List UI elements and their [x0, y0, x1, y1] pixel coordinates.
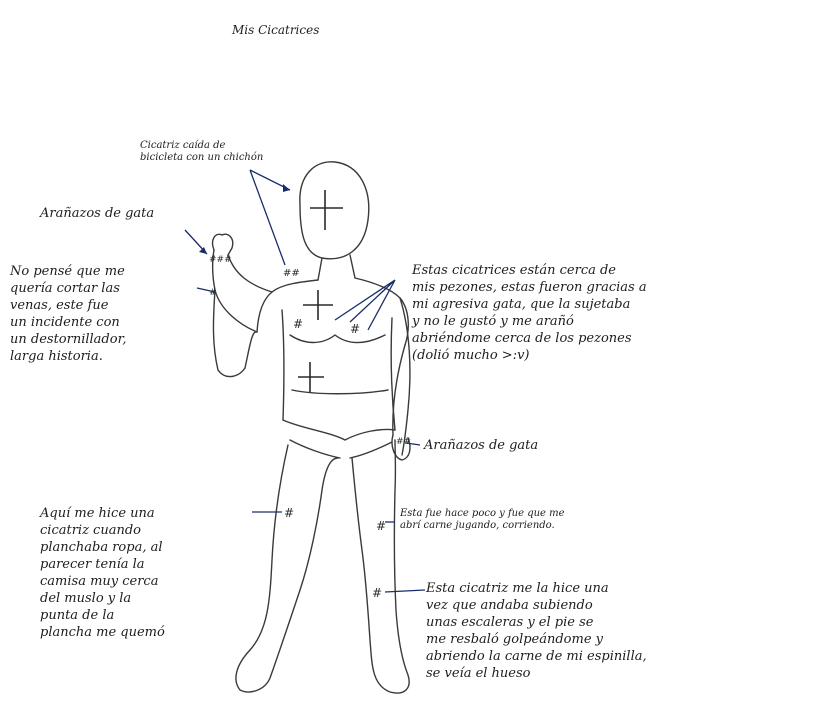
abdomen	[292, 390, 388, 394]
note-right-hand-scratch: Arañazos de gata	[424, 437, 624, 454]
hand-scratch-arrowhead	[199, 247, 207, 254]
wrist-scar-mark: #	[209, 288, 217, 298]
note-thigh-scar: Aquí me hice una cicatriz cuando plancha…	[40, 505, 250, 641]
chest-pointer	[335, 280, 395, 330]
forehead-scar	[310, 190, 343, 230]
shoulder-scar-mark: ##	[283, 268, 300, 279]
knee-scar-mark: #	[376, 519, 386, 533]
chest-scar-mark-right: #	[350, 322, 360, 336]
left-leg	[236, 445, 338, 692]
shin-pointer	[385, 590, 425, 592]
note-bike-scar: Cicatriz caída de bicicleta con un chich…	[140, 140, 370, 164]
note-chest-scars: Estas cicatrices están cerca de mis pezo…	[412, 262, 817, 364]
shin-scar-mark: #	[372, 586, 382, 600]
hand-scratch-mark: ###	[209, 255, 232, 265]
chest-scar-mark-left: #	[293, 317, 303, 331]
note-shin-scar: Esta cicatriz me la hice una vez que and…	[426, 580, 816, 682]
note-wrist-scar: No pensé que me quería cortar las venas,…	[10, 263, 210, 365]
chest-scar	[303, 290, 333, 320]
hanging-arm	[393, 298, 410, 455]
note-knee-scar: Esta fue hace poco y fue que me abrí car…	[400, 508, 800, 532]
right-hand-scratch-mark: ##	[396, 437, 411, 447]
bike-pointer	[250, 170, 290, 265]
right-leg	[352, 440, 409, 693]
underwear	[283, 420, 395, 458]
head-outline	[300, 162, 369, 259]
bike-arrowhead	[283, 184, 290, 192]
belly-scar	[298, 362, 324, 392]
page-title: Mis Cicatrices	[232, 22, 319, 39]
pecs	[290, 335, 385, 343]
raised-hand	[213, 234, 233, 255]
thigh-scar-mark: #	[284, 506, 294, 520]
note-hand-scratch: Arañazos de gata	[40, 205, 220, 222]
